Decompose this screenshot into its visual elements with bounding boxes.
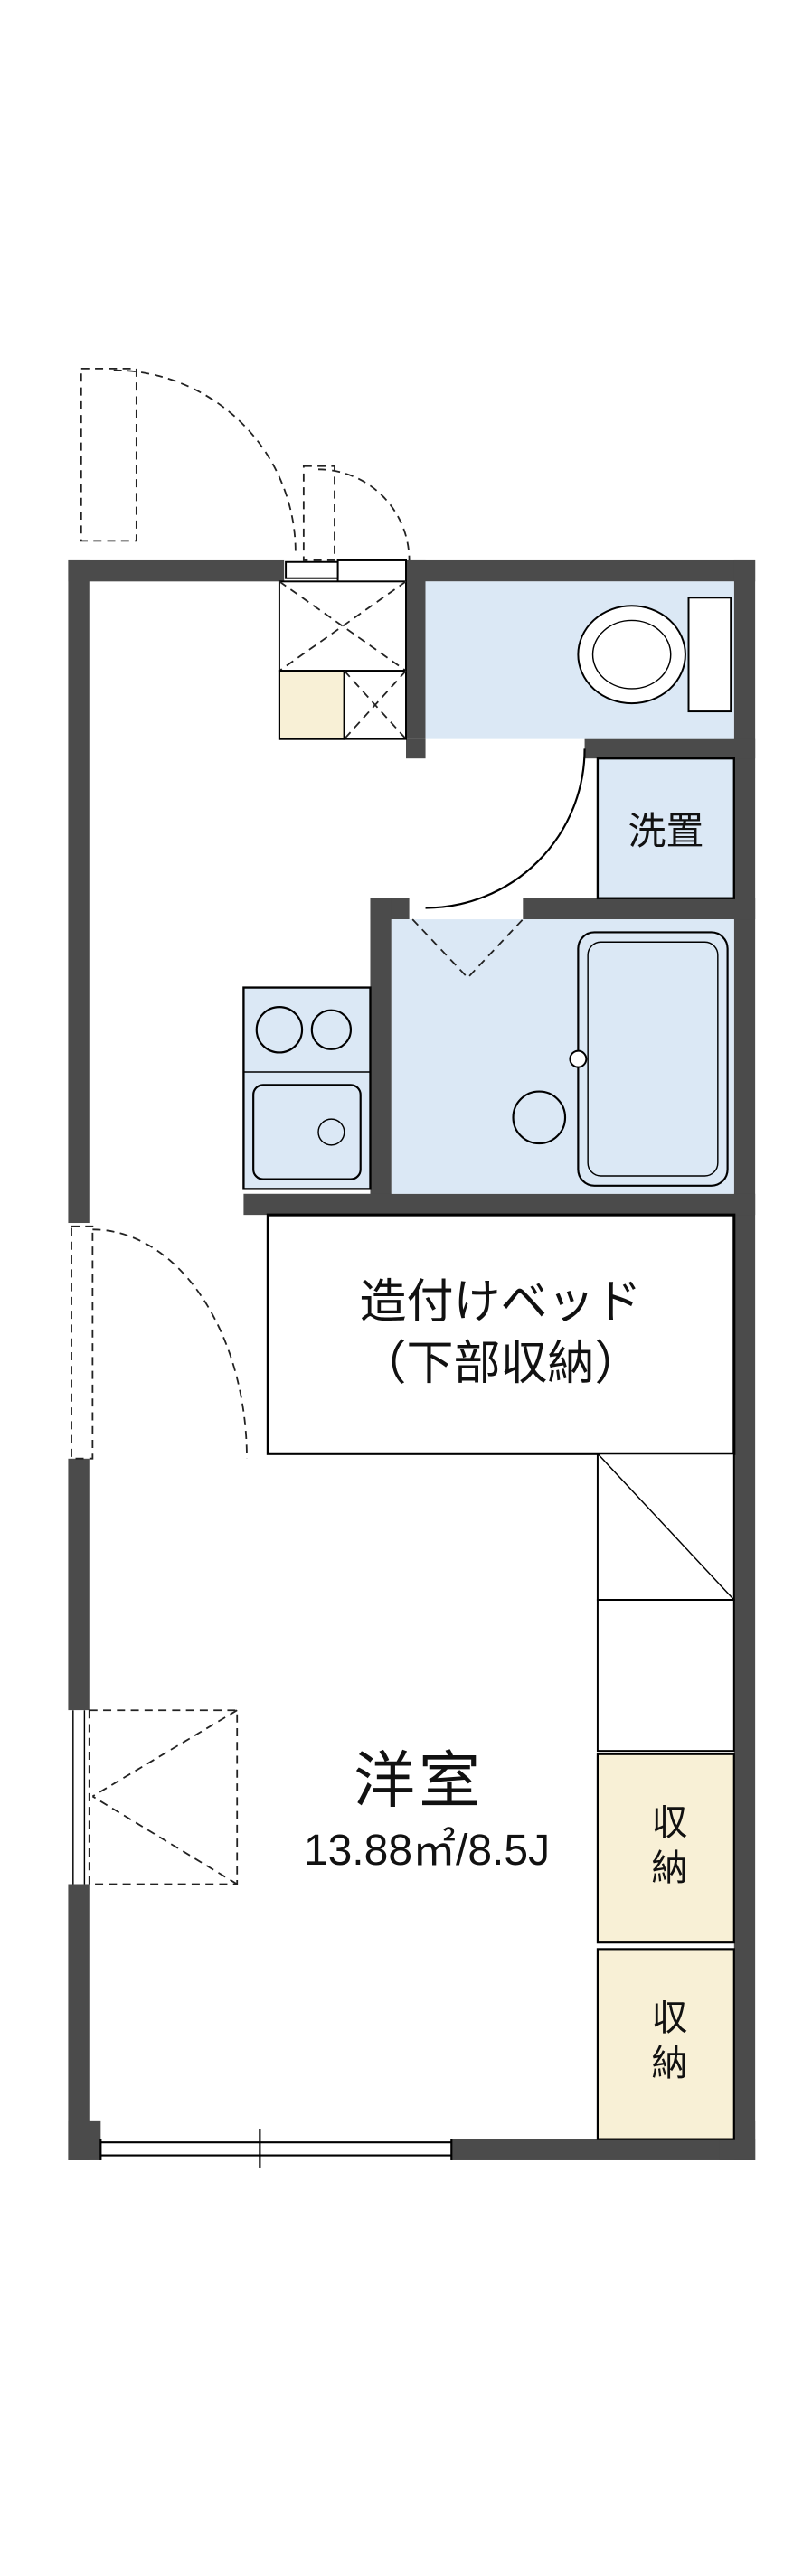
kitchen-sink-drain — [317, 1118, 345, 1146]
storage-upper-box — [596, 1753, 735, 1944]
entry-door-swings — [80, 368, 411, 561]
kitchen-sink — [252, 1084, 362, 1180]
bathtub-inner-rim — [587, 941, 719, 1177]
room-area-label: 13.88㎡/8.5J — [303, 1827, 551, 1875]
bed-label-line1: 造付けベッド — [359, 1276, 642, 1330]
bottom-left-pillar — [68, 2120, 101, 2160]
kitchen — [242, 986, 372, 1190]
entry-door-swing-arc-large — [113, 369, 297, 552]
walls — [68, 559, 756, 2160]
entry-door-open-panel — [80, 368, 137, 542]
laundry-label: 洗置 — [628, 810, 704, 852]
toilet-tank — [687, 597, 732, 713]
entry-door-mid-panel — [302, 465, 335, 561]
left-opening-upper — [68, 1223, 248, 1460]
right-wall — [733, 559, 756, 2160]
storage-upper-label: 収納 — [646, 1803, 686, 1894]
stove-burner-right — [310, 1009, 353, 1050]
entry-door-panel — [285, 560, 339, 579]
toilet-seat — [591, 619, 672, 690]
left-window-swing-box — [88, 1709, 239, 1885]
toilet-door-swing-arc — [425, 748, 586, 909]
top-wall-right — [406, 559, 756, 582]
left-window-swing-line2 — [91, 1795, 238, 1885]
toilet-room — [425, 581, 734, 909]
bottom-window — [99, 2129, 453, 2168]
under-toilet-wall — [584, 738, 756, 759]
shoe-cabinet-x-line1 — [279, 580, 407, 672]
left-window-swing-line1 — [91, 1709, 238, 1798]
storage-lower-label: 収納 — [646, 1998, 686, 2089]
kitchen-counter — [242, 986, 372, 1190]
stove-burner-left — [255, 1006, 304, 1054]
toilet-left-wall — [406, 559, 426, 739]
bathroom-floor — [391, 919, 734, 1194]
laundry-machine-box — [596, 757, 735, 899]
top-wall-left — [68, 559, 285, 582]
genkan-tile — [278, 670, 345, 740]
left-wall-lower — [68, 1884, 90, 2160]
bath-left-wall — [370, 898, 392, 1216]
entry-step-x-line2 — [344, 670, 407, 740]
left-door-open-panel — [71, 1225, 94, 1460]
room-name-label: 洋室 — [353, 1746, 485, 1816]
bathtub-faucet — [569, 1049, 588, 1068]
left-window — [68, 1709, 239, 1885]
bed-label-line2: （下部収納） — [359, 1338, 642, 1390]
bath-top-wall-right — [523, 898, 756, 920]
right-column — [596, 1453, 735, 2140]
shoe-cabinet-x-line2 — [279, 580, 407, 672]
entry — [278, 559, 407, 740]
entry-door-swing-arc-small — [318, 468, 411, 560]
storage-lower-box — [596, 1948, 735, 2140]
shelf-space — [596, 1599, 735, 1753]
left-window-gap — [68, 1710, 90, 1885]
bed-label: 造付けベッド （下部収納） — [268, 1215, 733, 1453]
under-kitchen-bath-wall — [243, 1193, 756, 1216]
built-in-bed — [266, 1213, 736, 1455]
left-wall-middle — [68, 1458, 90, 1711]
bath-drain — [512, 1090, 567, 1145]
fridge-space-diagonal — [597, 1453, 735, 1601]
left-door-swing-arc — [92, 1228, 248, 1459]
toilet-wall-stub — [406, 738, 426, 759]
left-opening-gap — [68, 1223, 90, 1459]
bottom-wall-right — [451, 2139, 756, 2160]
bathroom — [391, 918, 734, 1194]
left-wall-upper — [68, 559, 90, 1224]
